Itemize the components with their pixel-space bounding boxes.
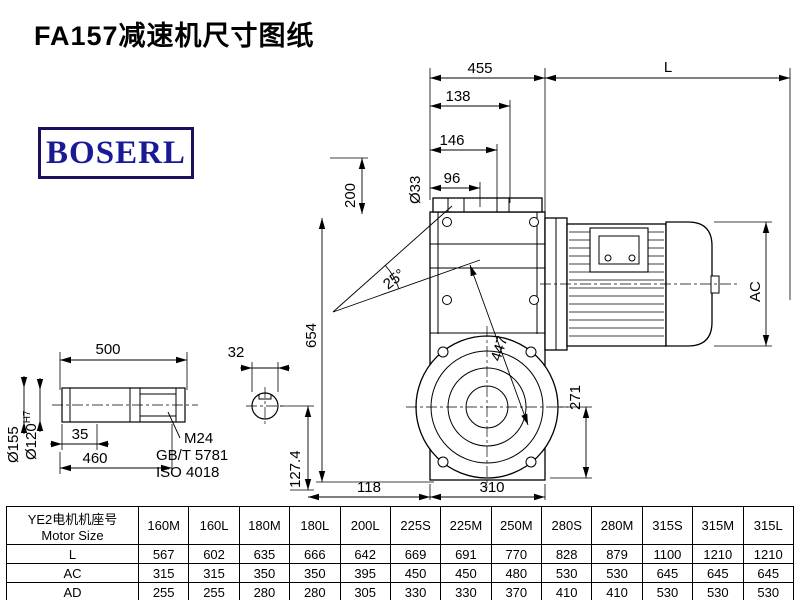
value-cell: 410 (540, 582, 593, 600)
dim-271-label: 271 (567, 385, 584, 410)
dim-146-label: 146 (439, 132, 464, 149)
dim-32-label: 32 (228, 344, 245, 361)
value-cell: 635 (238, 544, 291, 564)
gb-standard-label: GB/T 5781 (156, 447, 228, 464)
boserl-logo: BOSERL (38, 127, 194, 179)
dim-138-label: 138 (445, 88, 470, 105)
angle-annotation (332, 205, 481, 313)
dim-310-label: 310 (479, 479, 504, 496)
thread-spec-label: M24 (184, 430, 213, 447)
column-header: 280S (540, 506, 593, 545)
value-cell: 770 (490, 544, 543, 564)
value-cell: 530 (591, 563, 643, 583)
motor-size-header-cell: YE2电机机座号 Motor Size (6, 506, 139, 545)
column-header: 315M (692, 506, 744, 545)
page-title: FA157减速机尺寸图纸 (34, 21, 315, 51)
column-header: 315S (641, 506, 694, 545)
dim-127-label: 127.4 (287, 450, 304, 488)
boserl-logo-text: BOSERL (46, 134, 186, 171)
dim-460-label: 460 (82, 450, 107, 467)
value-cell: 1210 (692, 544, 744, 564)
m24-leader-line (167, 411, 181, 439)
row-label: AC (6, 563, 139, 583)
dim-455-label: 455 (467, 60, 492, 77)
column-header: 160L (188, 506, 240, 545)
dim-96-label: 96 (444, 170, 461, 187)
value-cell: 1210 (742, 544, 794, 564)
value-cell: 530 (540, 563, 593, 583)
value-cell: 642 (339, 544, 391, 564)
value-cell: 330 (389, 582, 442, 600)
value-cell: 530 (641, 582, 694, 600)
row-label: L (6, 544, 139, 564)
dim-L-label: L (664, 59, 672, 76)
value-cell: 645 (641, 563, 694, 583)
value-cell: 669 (389, 544, 442, 564)
dim-bore-diameter-label: Ø120H7 (22, 410, 40, 460)
dim-654-label: 654 (303, 323, 320, 348)
column-header: 225S (389, 506, 442, 545)
value-cell: 280 (238, 582, 291, 600)
value-cell: 666 (289, 544, 341, 564)
value-cell: 691 (440, 544, 492, 564)
dimension-lines (20, 74, 790, 501)
value-cell: 879 (591, 544, 643, 564)
value-cell: 305 (339, 582, 391, 600)
value-cell: 567 (137, 544, 190, 564)
value-cell: 330 (440, 582, 492, 600)
value-cell: 315 (137, 563, 190, 583)
shaft-cross-section (251, 392, 279, 420)
value-cell: 255 (188, 582, 240, 600)
value-cell: 450 (440, 563, 492, 583)
table-row-AC: AC 315 315 350 350 395 450 450 480 530 5… (6, 563, 794, 583)
motor-terminal-box (589, 227, 649, 273)
value-cell: 350 (238, 563, 291, 583)
dim-200-label: 200 (342, 183, 359, 208)
dim-35-label: 35 (72, 426, 89, 443)
table-header-row: YE2电机机座号 Motor Size 160M 160L 180M 180L … (6, 506, 794, 545)
value-cell: 1100 (641, 544, 694, 564)
motor-dimension-table: YE2电机机座号 Motor Size 160M 160L 180M 180L … (6, 506, 794, 600)
column-header: 315L (742, 506, 794, 545)
dim-flange-diameter-label: Ø155 (5, 426, 22, 463)
value-cell: 645 (742, 563, 794, 583)
motor-size-label-en: Motor Size (41, 527, 104, 543)
dim-118-label: 118 (357, 479, 381, 496)
table-row-AD: AD 255 255 280 280 305 330 330 370 410 4… (6, 582, 794, 600)
value-cell: 280 (289, 582, 341, 600)
column-header: 250M (490, 506, 543, 545)
value-cell: 370 (490, 582, 543, 600)
table-row-L: L 567 602 635 666 642 669 691 770 828 87… (6, 544, 794, 564)
motor-size-label-cn: YE2电机机座号 (27, 511, 118, 527)
column-header: 200L (339, 506, 391, 545)
value-cell: 350 (289, 563, 341, 583)
dim-input-shaft-diameter-label: Ø33 (407, 176, 424, 204)
value-cell: 645 (692, 563, 744, 583)
value-cell: 450 (389, 563, 442, 583)
value-cell: 530 (692, 582, 744, 600)
value-cell: 395 (339, 563, 391, 583)
dim-500-label: 500 (95, 341, 120, 358)
column-header: 280M (591, 506, 643, 545)
value-cell: 828 (540, 544, 593, 564)
dim-AC-label: AC (747, 281, 764, 302)
dim-angle-25-label: 25° (380, 266, 408, 293)
technical-drawing: 455 L 138 146 96 Ø33 200 25° 654 447 AC … (5, 59, 791, 501)
dim-447-label: 447 (488, 334, 512, 363)
column-header: 180M (238, 506, 291, 545)
iso-standard-label: ISO 4018 (156, 464, 219, 481)
value-cell: 530 (742, 582, 794, 600)
value-cell: 410 (591, 582, 643, 600)
row-label: AD (6, 582, 139, 600)
column-header: 180L (289, 506, 341, 545)
value-cell: 315 (188, 563, 240, 583)
value-cell: 255 (137, 582, 190, 600)
value-cell: 480 (490, 563, 543, 583)
column-header: 160M (137, 506, 190, 545)
motor-fan-cover (665, 221, 720, 347)
column-header: 225M (440, 506, 492, 545)
value-cell: 602 (188, 544, 240, 564)
